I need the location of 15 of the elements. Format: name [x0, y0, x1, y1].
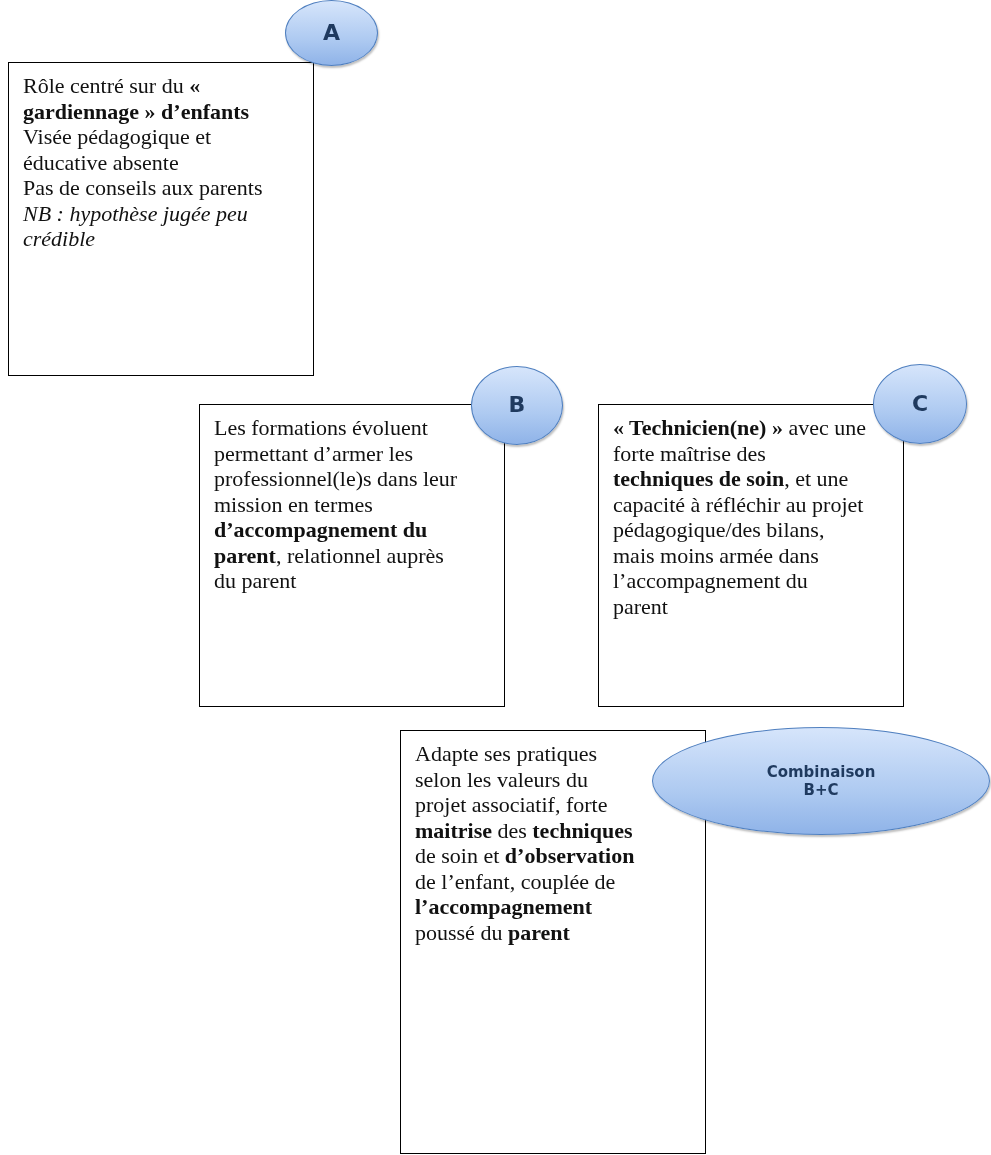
description-text: Les formations évoluent permettant d’armer les professionnel(le)s dans leur mission en termes d’accompagnement du parent, relationnel auprès du parent	[214, 415, 459, 594]
description-text: Adapte ses pratiques selon les valeurs du projet associatif, forte maitrise des techniques de soin et d’observation de l’enfant, couplée de l’accompagnement poussé du parent	[415, 741, 635, 945]
text-box	[199, 404, 505, 707]
text-box	[598, 404, 904, 707]
description-text: « Technicien(ne) » avec une forte maîtrise des techniques de soin, et une capacité à réfléchir au projet pédagogique/des bilans, mais moins armée dans l’accompagnement du parent	[613, 415, 867, 619]
description-text: Rôle centré sur du « gardiennage » d’enfants	[23, 73, 251, 124]
description-text: Visée pédagogique et éducative absente	[23, 124, 213, 175]
circle-badge: B	[471, 366, 563, 445]
note-text: NB : hypothèse jugée peu crédible	[23, 200, 249, 252]
text-box	[8, 62, 314, 376]
description-text: Pas de conseils aux parents	[23, 175, 264, 201]
oval-badge: Combinaison B+C	[652, 727, 990, 835]
circle-badge: C	[873, 364, 967, 444]
text-box	[400, 730, 706, 1154]
circle-badge: A	[285, 0, 378, 66]
